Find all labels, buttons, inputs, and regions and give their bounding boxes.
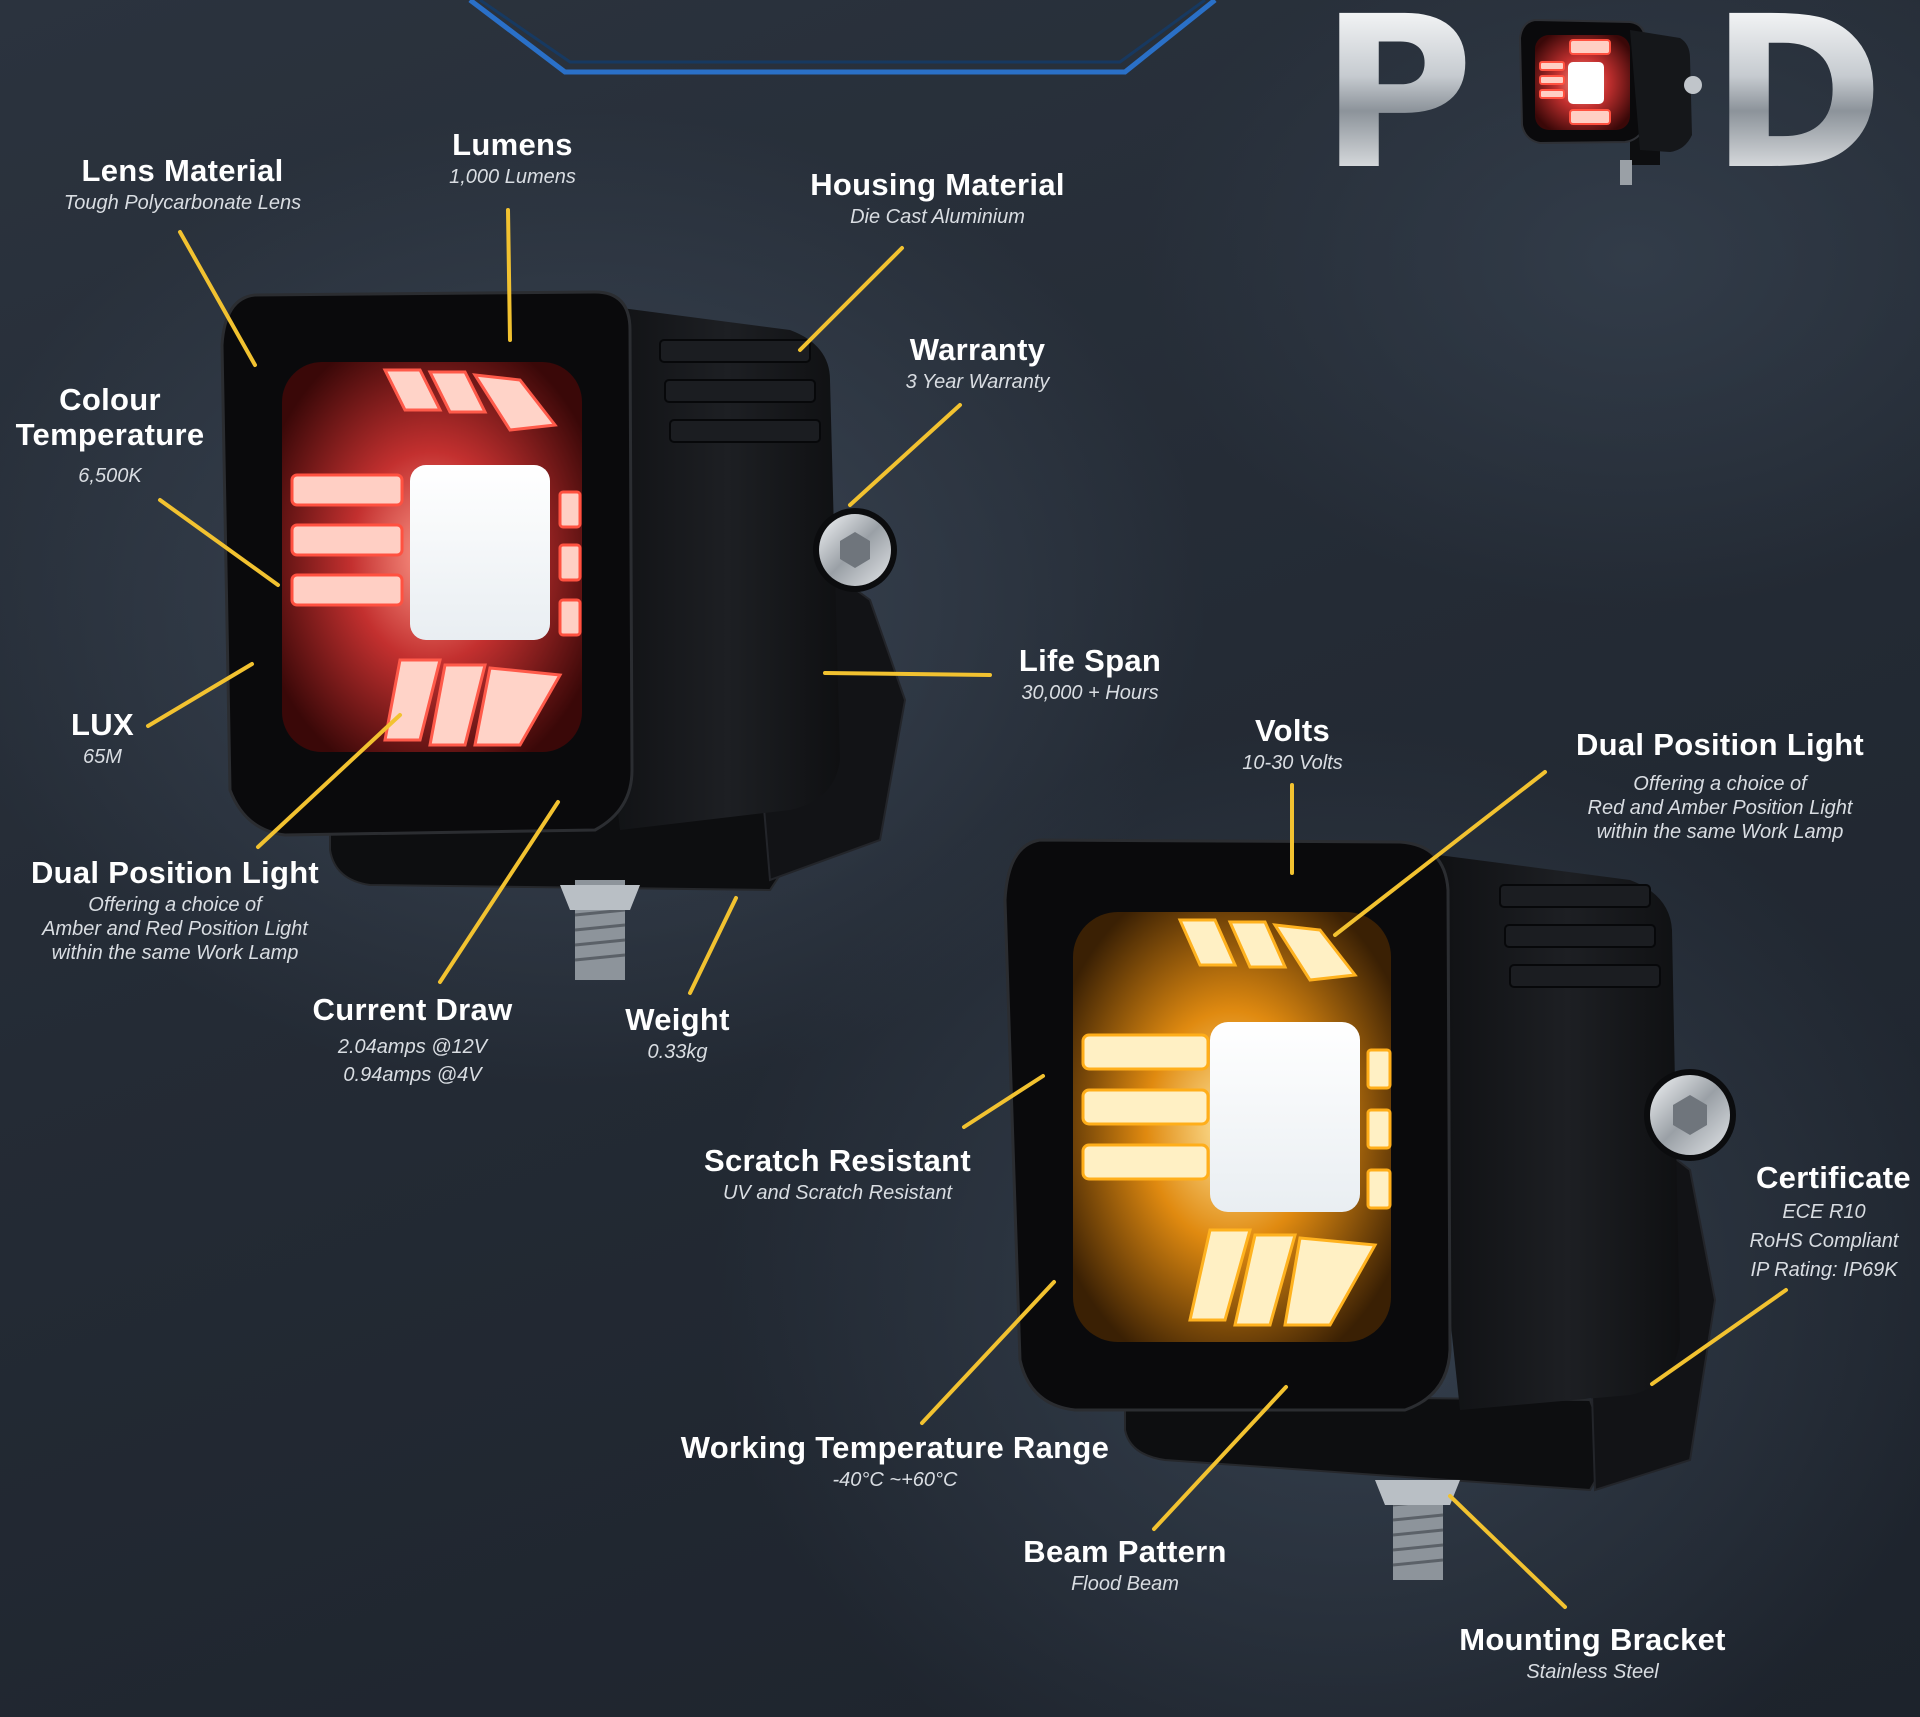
lux-title: LUX [71, 707, 134, 742]
lens-material-value: Tough Polycarbonate Lens [63, 192, 302, 214]
label-lumens: Lumens 1,000 Lumens [400, 127, 625, 189]
dual-position-left-value: Offering a choice of Amber and Red Posit… [42, 894, 308, 964]
lamp-amber [1003, 838, 1736, 1580]
working-temperature-value: -40°C ~+60°C [832, 1469, 958, 1491]
beam-pattern-value: Flood Beam [1071, 1573, 1179, 1595]
life-span-title: Life Span [1018, 643, 1162, 678]
certificate-title: Certificate [1756, 1160, 1911, 1195]
label-mounting-bracket: Mounting Bracket Stainless Steel [1435, 1622, 1750, 1684]
volts-value: 10-30 Volts [1242, 752, 1343, 774]
scratch-resistant-title: Scratch Resistant [704, 1143, 971, 1178]
label-working-temperature: Working Temperature Range -40°C ~+60°C [665, 1430, 1125, 1492]
label-dual-position-left: Dual Position Light Offering a choice of… [20, 855, 330, 965]
label-current-draw: Current Draw 2.04amps @12V 0.94amps @4V [305, 992, 520, 1089]
logo-letter-p: P [1320, 0, 1474, 216]
label-certificate: Certificate ECE R10 RoHS Compliant IP Ra… [1748, 1160, 1920, 1285]
label-colour-temperature: Colour Temperature 6,500K [0, 382, 220, 488]
logo-lamp-icon [1518, 18, 1702, 185]
label-lens-material: Lens Material Tough Polycarbonate Lens [10, 153, 355, 215]
dual-position-right-title: Dual Position Light [1575, 727, 1865, 762]
label-beam-pattern: Beam Pattern Flood Beam [1010, 1534, 1240, 1596]
colour-temperature-title: Colour Temperature [15, 382, 205, 452]
lens-material-title: Lens Material [81, 153, 284, 188]
lumens-value: 1,000 Lumens [449, 166, 576, 188]
mounting-bracket-title: Mounting Bracket [1459, 1622, 1726, 1657]
lumens-title: Lumens [452, 127, 573, 162]
current-draw-value: 2.04amps @12V 0.94amps @4V [337, 1036, 488, 1086]
dual-position-right-value: Offering a choice of Red and Amber Posit… [1587, 773, 1853, 843]
pod-logo: P D [1320, 0, 1884, 216]
colour-temperature-value: 6,500K [78, 465, 142, 487]
housing-material-title: Housing Material [810, 167, 1065, 202]
lux-value: 65M [83, 746, 122, 768]
leader-lines [146, 208, 1788, 1609]
scratch-resistant-value: UV and Scratch Resistant [723, 1182, 952, 1204]
beam-pattern-title: Beam Pattern [1023, 1534, 1227, 1569]
label-volts: Volts 10-30 Volts [1210, 713, 1375, 775]
lamp-red [220, 290, 907, 980]
working-temperature-title: Working Temperature Range [680, 1430, 1110, 1465]
certificate-value: ECE R10 RoHS Compliant IP Rating: IP69K [1749, 1201, 1899, 1281]
warranty-title: Warranty [909, 332, 1046, 367]
label-housing-material: Housing Material Die Cast Aluminium [780, 167, 1095, 229]
volts-title: Volts [1255, 713, 1330, 748]
weight-value: 0.33kg [647, 1041, 708, 1063]
label-lux: LUX 65M [50, 707, 155, 769]
housing-material-value: Die Cast Aluminium [850, 206, 1025, 228]
logo-letter-d: D [1710, 0, 1884, 216]
weight-title: Weight [625, 1002, 730, 1037]
dual-position-left-title: Dual Position Light [30, 855, 320, 890]
label-warranty: Warranty 3 Year Warranty [880, 332, 1075, 394]
label-dual-position-right: Dual Position Light Offering a choice of… [1555, 727, 1885, 844]
mounting-bracket-value: Stainless Steel [1526, 1661, 1659, 1683]
top-accent-line [468, 0, 1217, 75]
warranty-value: 3 Year Warranty [905, 371, 1050, 393]
label-life-span: Life Span 30,000 + Hours [990, 643, 1190, 705]
current-draw-title: Current Draw [312, 992, 513, 1027]
life-span-value: 30,000 + Hours [1021, 682, 1159, 704]
label-weight: Weight 0.33kg [605, 1002, 750, 1064]
label-scratch-resistant: Scratch Resistant UV and Scratch Resista… [685, 1143, 990, 1205]
